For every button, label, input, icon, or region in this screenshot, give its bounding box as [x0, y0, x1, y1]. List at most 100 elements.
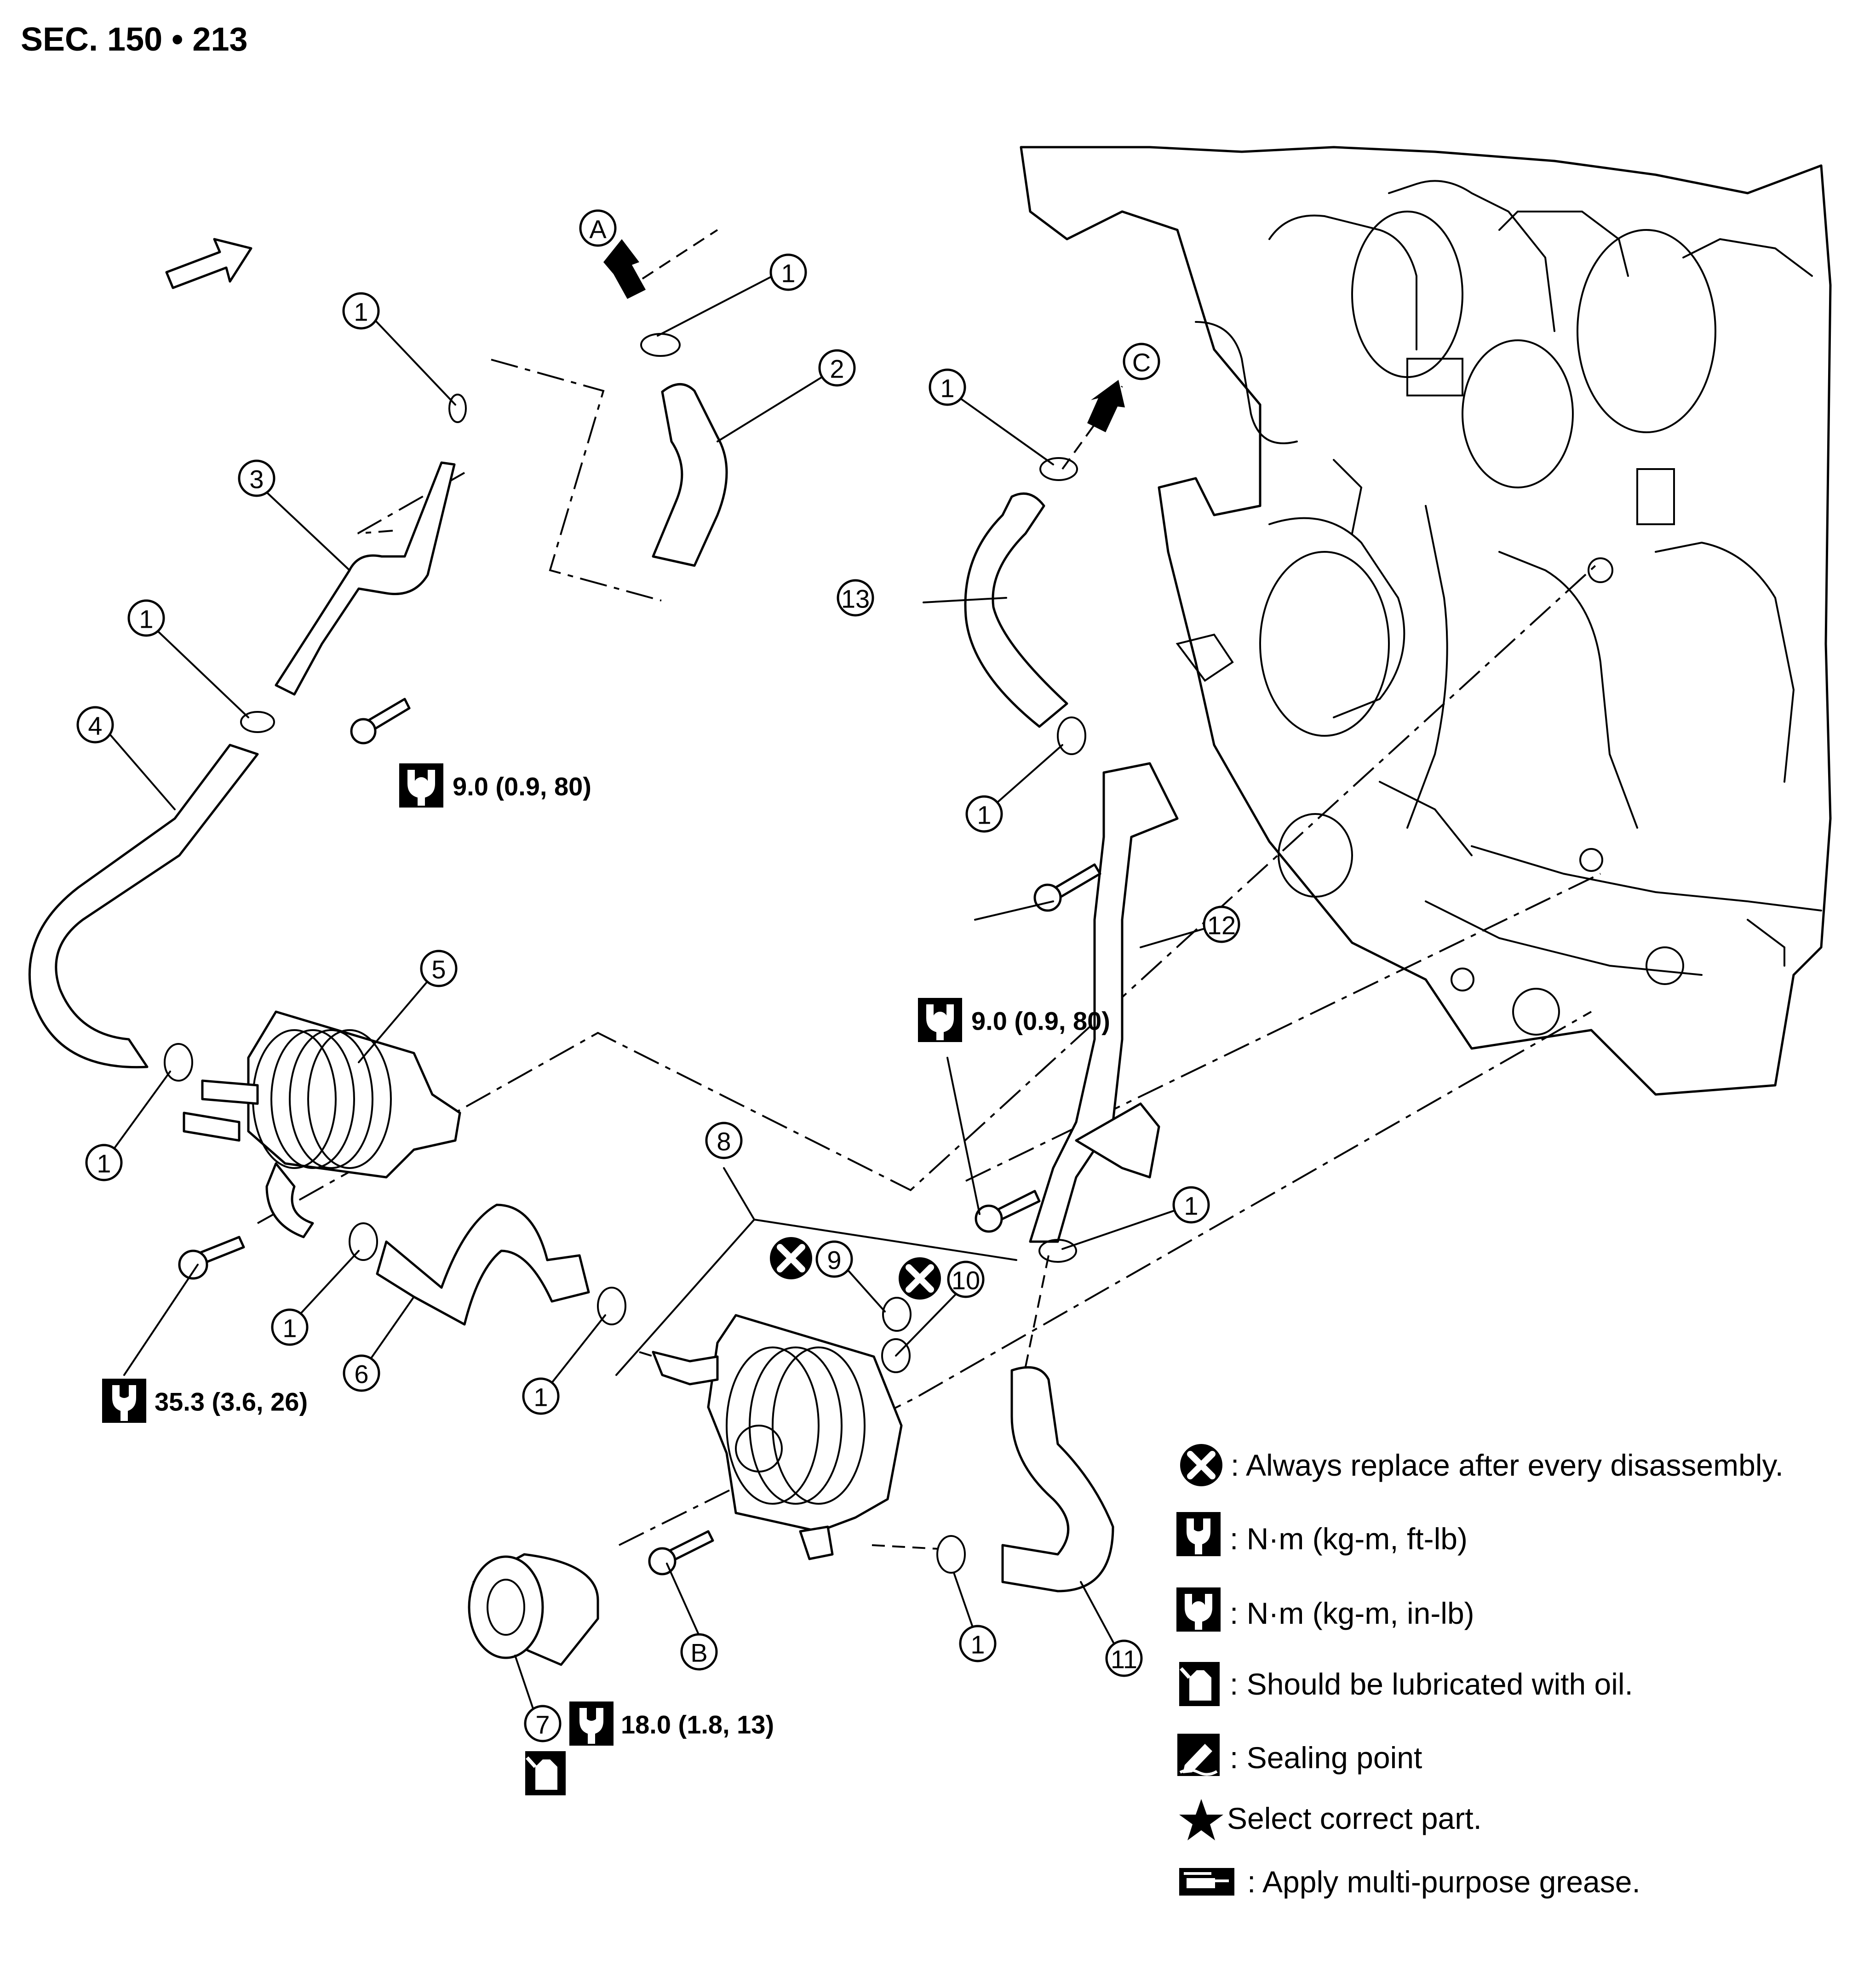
svg-text:3: 3	[249, 465, 264, 494]
torque-spec: 9.0 (0.9, 80)	[399, 763, 591, 808]
callouts: 1 1 1 1 1 1 1 1 1 1 2 3 4 5 6 7 8 9 10 1…	[76, 209, 1240, 1742]
torque-spec: 18.0 (1.8, 13)	[569, 1702, 774, 1746]
grease-icon	[1179, 1868, 1234, 1896]
always-replace-icon	[770, 1237, 812, 1279]
svg-text:: Sealing point: : Sealing point	[1230, 1741, 1422, 1775]
svg-text:: Should be lubricated with oi: : Should be lubricated with oil.	[1230, 1667, 1633, 1701]
hose-4	[28, 744, 259, 1069]
always-replace-icon	[1180, 1444, 1222, 1486]
callout-4: 4	[76, 706, 114, 744]
callout-1: 1	[959, 1625, 997, 1662]
svg-text:12: 12	[1207, 911, 1236, 940]
callout-10: 10	[947, 1260, 985, 1298]
callout-b: B	[680, 1633, 718, 1671]
callout-12: 12	[1203, 905, 1240, 943]
svg-text:18.0 (1.8, 13): 18.0 (1.8, 13)	[621, 1710, 774, 1739]
front-direction-arrow	[165, 238, 252, 289]
callout-1: 1	[965, 795, 1003, 833]
callout-1: 1	[127, 599, 165, 637]
legend-item-sealing: : Sealing point	[1177, 1734, 1422, 1776]
torque-in-lb-icon	[918, 998, 962, 1042]
arrow-to-c	[1087, 380, 1125, 432]
pipe-12-bracket	[1075, 1102, 1160, 1179]
callout-9: 9	[815, 1240, 853, 1278]
svg-text:1: 1	[97, 1149, 111, 1178]
svg-text:1: 1	[970, 1630, 985, 1659]
star-icon	[1179, 1799, 1223, 1840]
legend-item-oil: : Should be lubricated with oil.	[1179, 1662, 1633, 1706]
sealing-point-icon	[1177, 1734, 1220, 1776]
torque-spec: 35.3 (3.6, 26)	[102, 1379, 308, 1423]
svg-text:: N·m (kg-m, ft-lb): : N·m (kg-m, ft-lb)	[1230, 1522, 1468, 1556]
svg-text:1: 1	[781, 259, 795, 288]
hose-clamps	[164, 333, 1086, 1574]
svg-text:11: 11	[1111, 1645, 1137, 1674]
svg-text:: Always replace after every d: : Always replace after every disassembly…	[1231, 1448, 1783, 1482]
legend-item-grease: : Apply multi-purpose grease.	[1179, 1865, 1640, 1899]
svg-text:1: 1	[533, 1383, 548, 1412]
svg-text:1: 1	[977, 801, 991, 830]
o-ring-10	[881, 1338, 911, 1373]
bolts	[178, 698, 1101, 1576]
pipe-3	[275, 461, 456, 696]
callout-13: 13	[837, 579, 874, 617]
svg-text:Select correct part.: Select correct part.	[1227, 1801, 1482, 1835]
svg-text:: N·m (kg-m, in-lb): : N·m (kg-m, in-lb)	[1230, 1596, 1474, 1630]
oil-cooler-8	[652, 1314, 903, 1560]
oil-can-icon	[1179, 1662, 1220, 1706]
callout-3: 3	[238, 459, 275, 497]
torque-ft-lb-icon	[1176, 1512, 1221, 1556]
svg-text:9.0 (0.9, 80): 9.0 (0.9, 80)	[971, 1007, 1110, 1036]
always-replace-icon	[899, 1257, 941, 1300]
torque-ft-lb-icon	[102, 1379, 146, 1423]
svg-text:8: 8	[717, 1127, 731, 1156]
svg-text:C: C	[1132, 348, 1151, 377]
callout-1: 1	[769, 253, 807, 291]
callout-c: C	[1123, 343, 1160, 380]
svg-text:9: 9	[827, 1246, 841, 1275]
torque-in-lb-icon	[399, 763, 443, 808]
hose-11	[1001, 1366, 1114, 1593]
leader-lines	[103, 273, 1217, 1716]
callout-2: 2	[818, 349, 856, 387]
svg-text:1: 1	[139, 605, 153, 634]
oil-filter-7	[468, 1553, 599, 1666]
legend-item-torque-in-lb: : N·m (kg-m, in-lb)	[1176, 1587, 1474, 1632]
pipe-12	[1029, 762, 1179, 1243]
legend: : Always replace after every disassembly…	[1176, 1444, 1783, 1899]
callout-8: 8	[705, 1122, 743, 1159]
callout-1: 1	[85, 1144, 123, 1181]
legend-item-torque-ft-lb: : N·m (kg-m, ft-lb)	[1176, 1512, 1468, 1556]
svg-text:B: B	[690, 1639, 707, 1667]
svg-text:5: 5	[431, 955, 446, 984]
section-title: SEC. 150 • 213	[21, 21, 248, 58]
callout-1: 1	[1172, 1186, 1210, 1224]
svg-text:10: 10	[952, 1266, 980, 1295]
svg-text:35.3 (3.6, 26): 35.3 (3.6, 26)	[155, 1387, 308, 1416]
callout-6: 6	[343, 1354, 380, 1392]
o-ring-9	[882, 1297, 912, 1332]
svg-text:7: 7	[535, 1710, 550, 1739]
engine-block	[1020, 146, 1832, 1096]
callout-1: 1	[929, 368, 966, 406]
hose-6	[376, 1203, 590, 1326]
svg-text:1: 1	[1184, 1192, 1198, 1220]
svg-text:4: 4	[88, 711, 102, 740]
callout-1: 1	[522, 1377, 560, 1415]
callout-1: 1	[271, 1308, 309, 1346]
svg-text:A: A	[589, 215, 607, 244]
callout-5: 5	[420, 950, 458, 987]
svg-text:: Apply multi-purpose grease.: : Apply multi-purpose grease.	[1247, 1865, 1640, 1899]
oil-cooler-5	[183, 1010, 461, 1238]
hose-13	[964, 492, 1068, 728]
svg-text:1: 1	[940, 374, 954, 403]
callout-a: A	[579, 209, 617, 247]
torque-spec: 9.0 (0.9, 80)	[918, 998, 1110, 1042]
svg-text:1: 1	[282, 1314, 297, 1343]
svg-text:9.0 (0.9, 80): 9.0 (0.9, 80)	[453, 772, 591, 801]
svg-text:13: 13	[841, 584, 870, 613]
svg-text:1: 1	[354, 298, 368, 327]
torque-in-lb-icon	[1176, 1587, 1221, 1632]
svg-text:6: 6	[354, 1360, 368, 1389]
